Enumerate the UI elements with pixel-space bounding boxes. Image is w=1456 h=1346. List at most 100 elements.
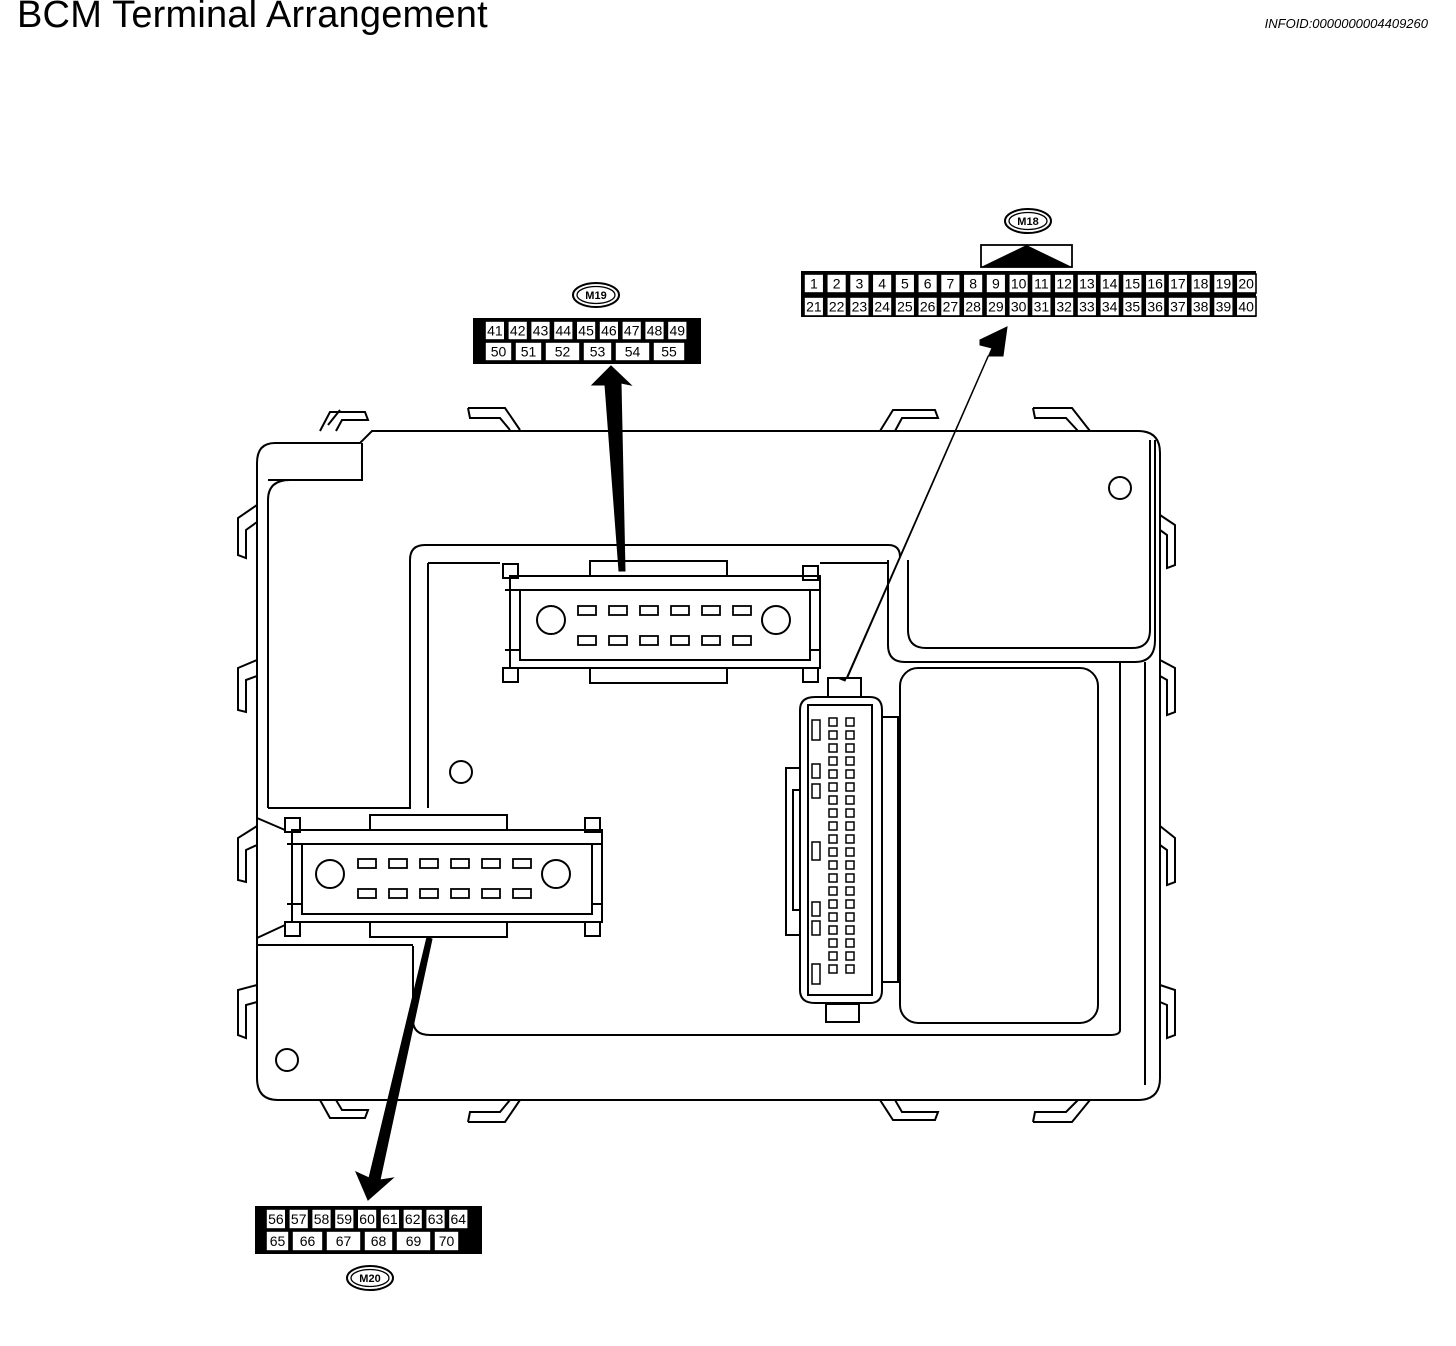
pin-58: 58: [314, 1211, 330, 1227]
m18-socket-pin: [828, 821, 838, 831]
m19-label-badge-inner: [576, 285, 616, 305]
m18-socket-pin: [845, 730, 855, 740]
m19-label-badge: [572, 282, 620, 308]
pin-52: 52: [555, 344, 571, 360]
pin-40-cell: [1235, 296, 1257, 317]
m18-socket-pin: [845, 899, 855, 909]
m20-socket: [284, 814, 603, 938]
pin-70: 70: [439, 1233, 455, 1249]
pin-39-cell: [1212, 296, 1235, 317]
pin-43-cell: [529, 320, 552, 341]
m18-socket-pin: [845, 847, 855, 857]
pin-17-cell: [1167, 273, 1189, 294]
pin-26-cell: [916, 296, 939, 317]
pin-20: 20: [1238, 276, 1254, 292]
pin-10-cell: [1007, 273, 1030, 294]
m18-socket-key: [811, 920, 821, 936]
pin-9: 9: [992, 276, 1000, 292]
pin-64-cell: [447, 1208, 469, 1230]
pin-13-cell: [1076, 273, 1098, 294]
pin-47: 47: [624, 323, 640, 339]
pin-55-cell: [652, 341, 686, 362]
pin-59: 59: [337, 1211, 353, 1227]
m18-socket-pin: [828, 782, 838, 792]
pin-6-cell: [916, 273, 939, 294]
pin-33-cell: [1076, 296, 1098, 317]
pin-22-cell: [825, 296, 848, 317]
pin-3-cell: [848, 273, 871, 294]
m18-socket-pin: [828, 743, 838, 753]
pin-30: 30: [1011, 299, 1027, 315]
pin-43: 43: [533, 323, 549, 339]
pin-57: 57: [291, 1211, 307, 1227]
page-title: BCM Terminal Arrangement: [17, 0, 488, 36]
pin-31-cell: [1030, 296, 1053, 317]
pin-28: 28: [965, 299, 981, 315]
pin-18: 18: [1193, 276, 1209, 292]
pin-54: 54: [625, 344, 641, 360]
pin-62: 62: [405, 1211, 421, 1227]
pin-7: 7: [946, 276, 954, 292]
m18-socket-pin: [845, 717, 855, 727]
pin-32: 32: [1056, 299, 1072, 315]
pin-69: 69: [406, 1233, 422, 1249]
pin-21-cell: [803, 296, 825, 317]
m18-socket-key: [811, 963, 821, 985]
pin-34-cell: [1098, 296, 1121, 317]
pin-37-cell: [1167, 296, 1189, 317]
pin-42-cell: [506, 320, 529, 341]
pin-58-cell: [310, 1208, 333, 1230]
pin-12: 12: [1056, 276, 1072, 292]
pin-40: 40: [1238, 299, 1254, 315]
pin-4: 4: [878, 276, 886, 292]
pin-8-cell: [962, 273, 984, 294]
pin-57-cell: [287, 1208, 310, 1230]
m18-socket-pin: [828, 808, 838, 818]
m18-socket-key: [811, 719, 821, 741]
pin-67-cell: [325, 1230, 362, 1252]
m18-socket-key: [811, 763, 821, 779]
pin-38-cell: [1189, 296, 1212, 317]
m19-socket: [502, 560, 821, 684]
m18-socket-pin: [828, 925, 838, 935]
pin-30-cell: [1007, 296, 1030, 317]
pin-63: 63: [428, 1211, 444, 1227]
m18-socket-pin: [828, 964, 838, 974]
pin-62-cell: [401, 1208, 424, 1230]
m18-socket-pin: [845, 821, 855, 831]
pin-35-cell: [1121, 296, 1144, 317]
mounting-clips: [237, 407, 1176, 1123]
pin-70-cell: [433, 1230, 460, 1252]
pin-14: 14: [1102, 276, 1118, 292]
pin-53-cell: [582, 341, 613, 362]
pin-16: 16: [1147, 276, 1163, 292]
pin-63-cell: [424, 1208, 447, 1230]
pin-50-cell: [484, 341, 513, 362]
pin-35: 35: [1125, 299, 1141, 315]
pin-25: 25: [897, 299, 913, 315]
info-id: INFOID:0000000004409260: [1264, 16, 1428, 31]
pin-23: 23: [852, 299, 868, 315]
pin-22: 22: [829, 299, 845, 315]
m18-label-badge-inner: [1008, 211, 1048, 231]
pin-46-cell: [598, 320, 620, 341]
m18-socket-pin: [828, 860, 838, 870]
m18-socket: [785, 677, 899, 1023]
pin-15-cell: [1121, 273, 1144, 294]
pin-19: 19: [1216, 276, 1232, 292]
pin-39: 39: [1216, 299, 1232, 315]
pin-61-cell: [379, 1208, 401, 1230]
pin-68-cell: [363, 1230, 394, 1252]
m18-socket-pin: [845, 964, 855, 974]
m20-label: M20: [359, 1273, 380, 1285]
pin-11: 11: [1034, 276, 1049, 292]
m18-socket-pin: [828, 834, 838, 844]
m18-socket-pin: [828, 899, 838, 909]
m18-socket-pin: [828, 717, 838, 727]
m18-key-triangle: [981, 245, 1072, 267]
pin-56: 56: [268, 1211, 284, 1227]
pin-66: 66: [300, 1233, 316, 1249]
pin-17: 17: [1170, 276, 1186, 292]
pin-55: 55: [661, 344, 677, 360]
